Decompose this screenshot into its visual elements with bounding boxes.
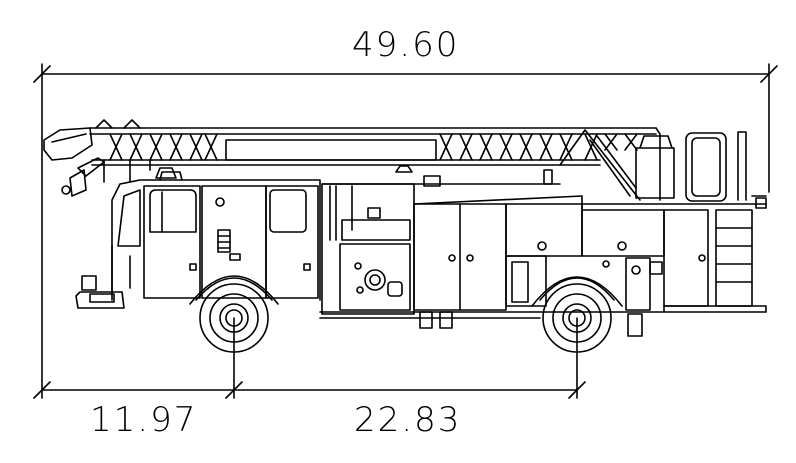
rear-wheel: [543, 284, 611, 352]
overall-length-dimension: [34, 64, 777, 398]
cab: [76, 172, 320, 308]
body-compartments: [190, 166, 766, 336]
front-overhang-label: 11.97: [90, 400, 198, 440]
aerial-ladder: [44, 120, 746, 201]
front-wheel: [200, 284, 268, 352]
bottom-dimensions: [34, 318, 585, 398]
overall-length-label: 49.60: [352, 25, 460, 65]
wheelbase-label: 22.83: [354, 400, 462, 440]
